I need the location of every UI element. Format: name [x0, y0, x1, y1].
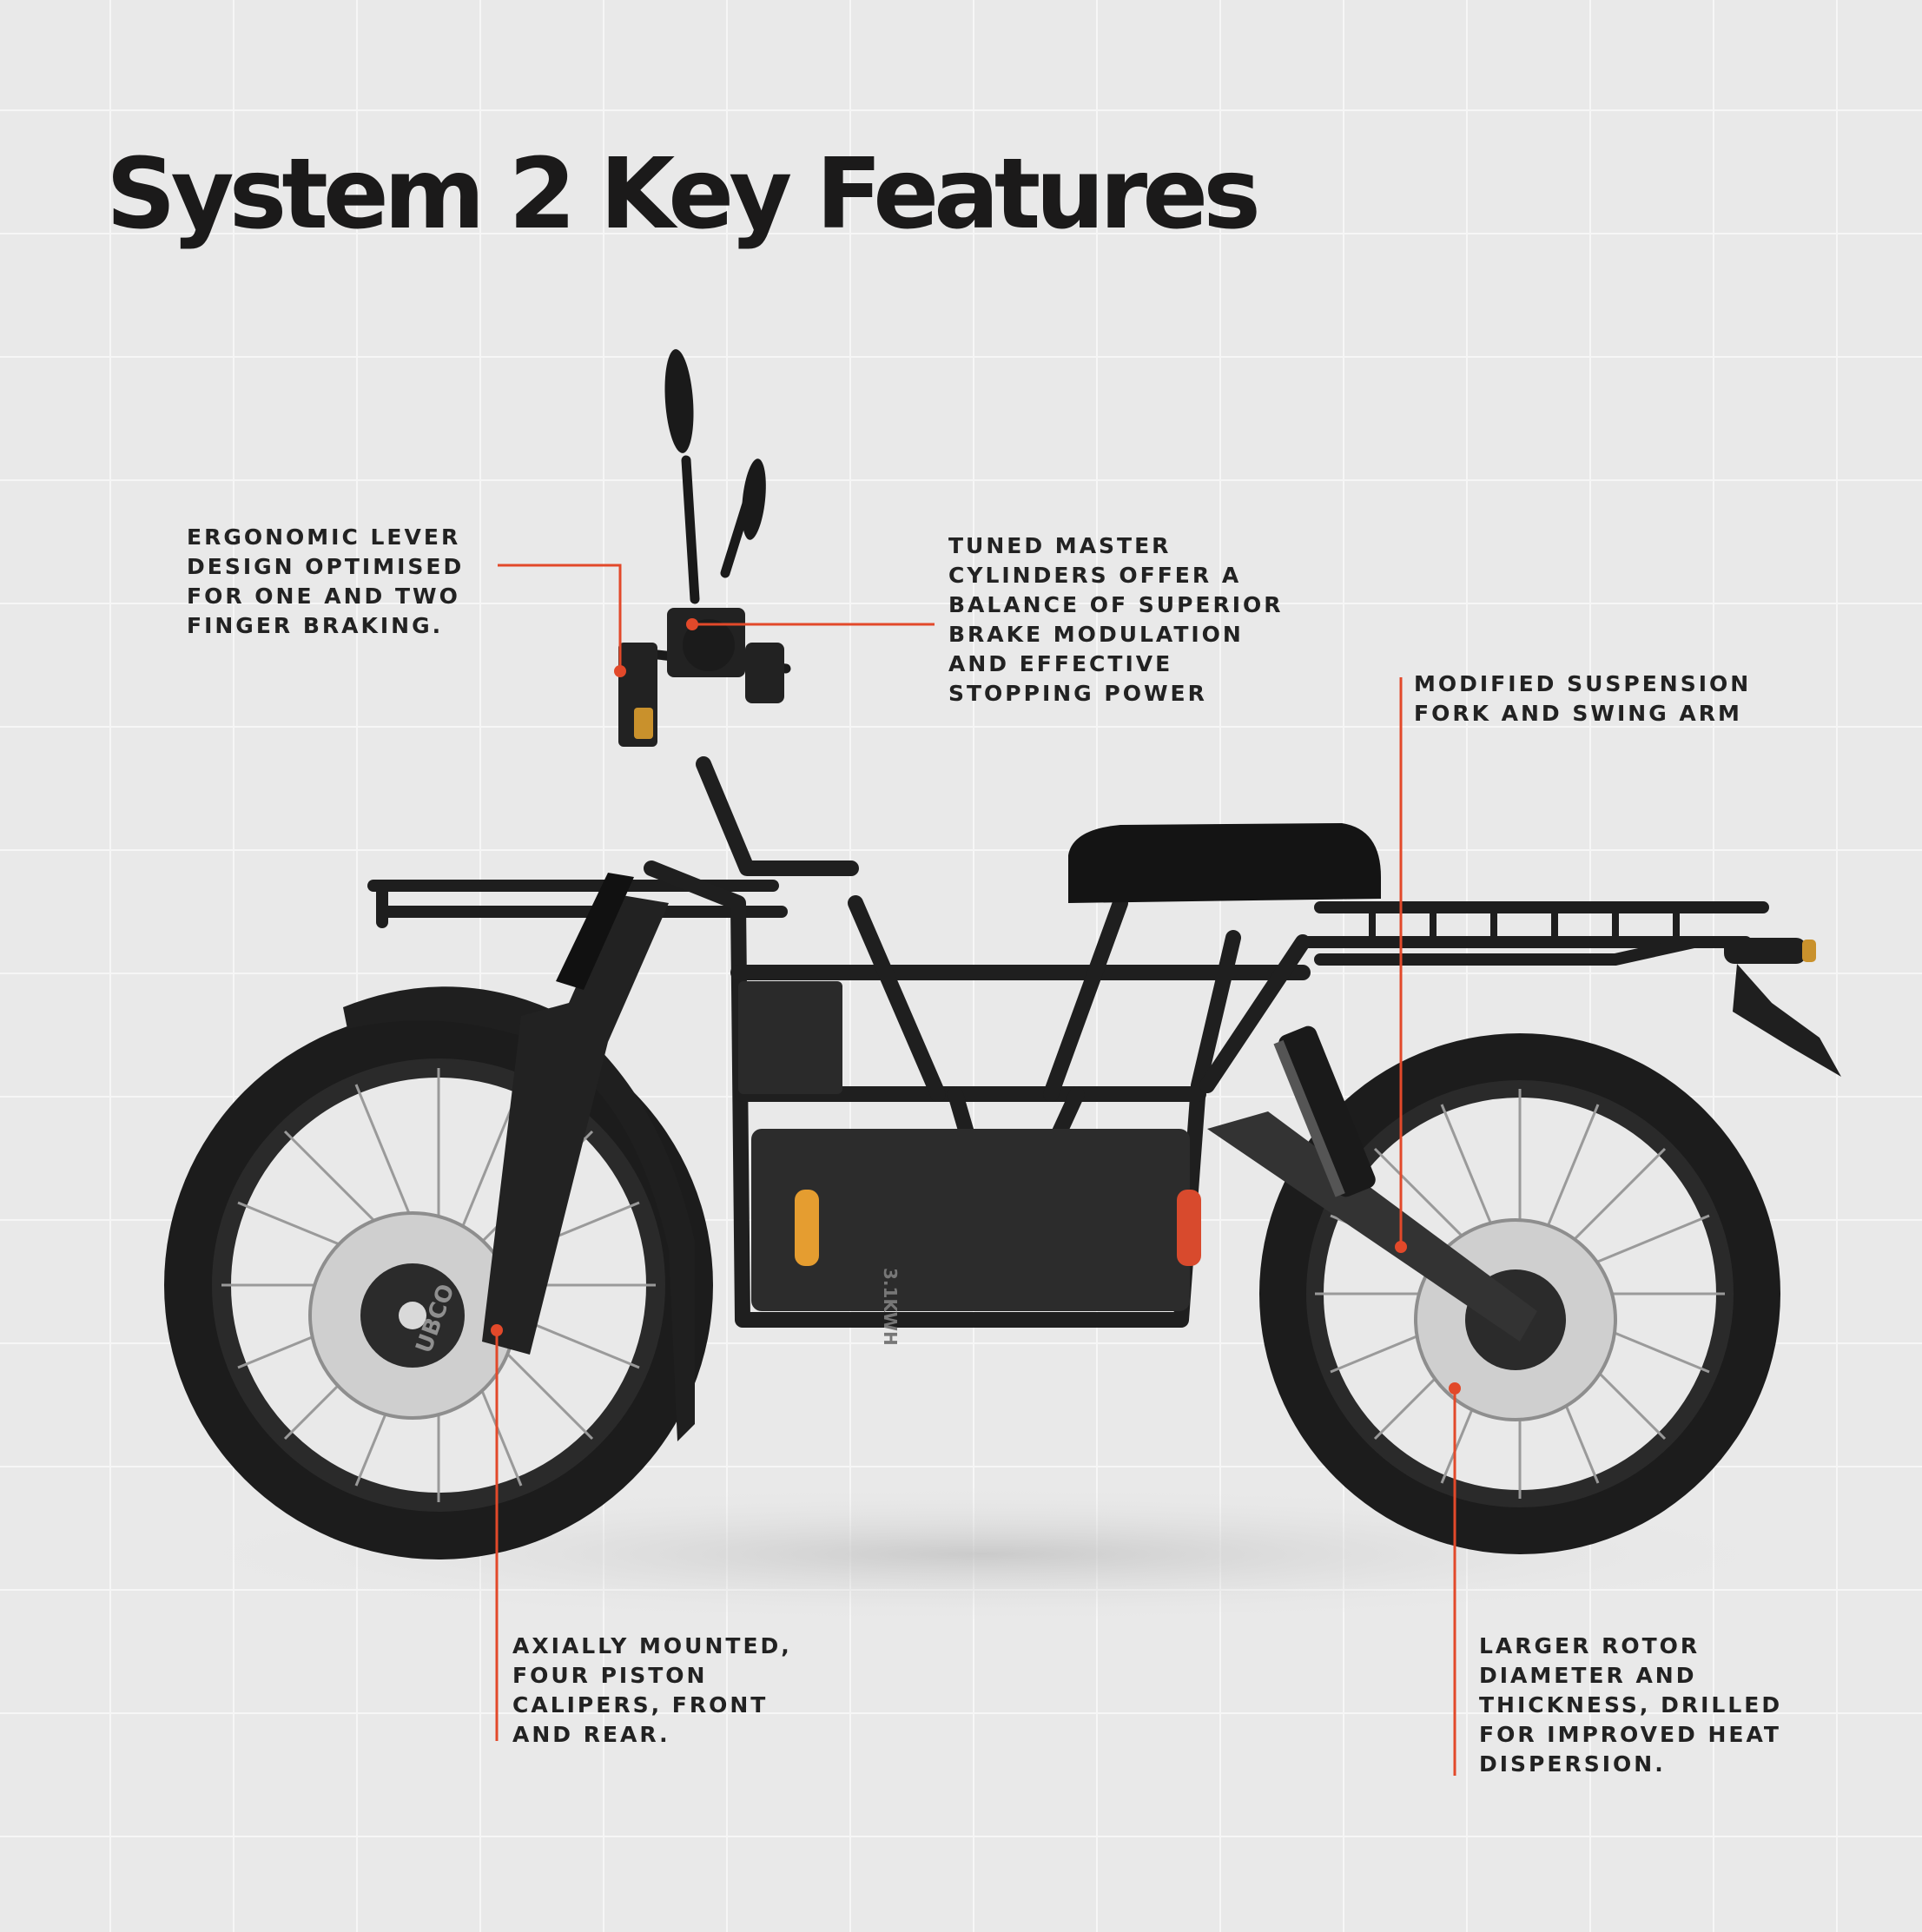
- front-fender: [343, 986, 695, 1441]
- battery-label: 3.1KWH: [880, 1268, 901, 1346]
- battery-pack: [738, 981, 1201, 1311]
- feature-suspension-text: MODIFIED SUSPENSION FORK AND SWING ARM: [1414, 671, 1752, 726]
- dot-rotor: [1449, 1382, 1461, 1395]
- page-title: System 2 Key Features: [106, 138, 1261, 251]
- rear-shock: [1273, 1025, 1376, 1197]
- rear-rack: [1297, 901, 1769, 966]
- dot-lever: [614, 665, 626, 677]
- feature-master-cylinders-text: TUNED MASTER CYLINDERS OFFER A BALANCE O…: [948, 533, 1284, 706]
- feature-rotor-text: LARGER ROTOR DIAMETER AND THICKNESS, DRI…: [1479, 1633, 1783, 1777]
- callout-leaders: [495, 564, 1456, 1776]
- dot-master-cylinders: [686, 618, 698, 630]
- feature-lever-text: ERGONOMIC LEVER DESIGN OPTIMISED FOR ONE…: [187, 524, 465, 638]
- dot-calipers: [491, 1324, 503, 1336]
- front-fork: [482, 873, 669, 1355]
- mirrors: [664, 349, 766, 540]
- tail-light: [1724, 938, 1841, 1077]
- callout-dots: [491, 618, 1461, 1395]
- dot-suspension: [1395, 1241, 1407, 1253]
- rear-rack-slats: [1369, 907, 1680, 942]
- swing-arm: [1207, 1111, 1537, 1342]
- leader-lever: [498, 564, 622, 669]
- seat: [1068, 823, 1381, 903]
- rear-wheel: [1259, 1033, 1780, 1554]
- controls: [618, 608, 784, 747]
- feature-calipers-text: AXIALLY MOUNTED, FOUR PISTON CALIPERS, F…: [512, 1633, 792, 1747]
